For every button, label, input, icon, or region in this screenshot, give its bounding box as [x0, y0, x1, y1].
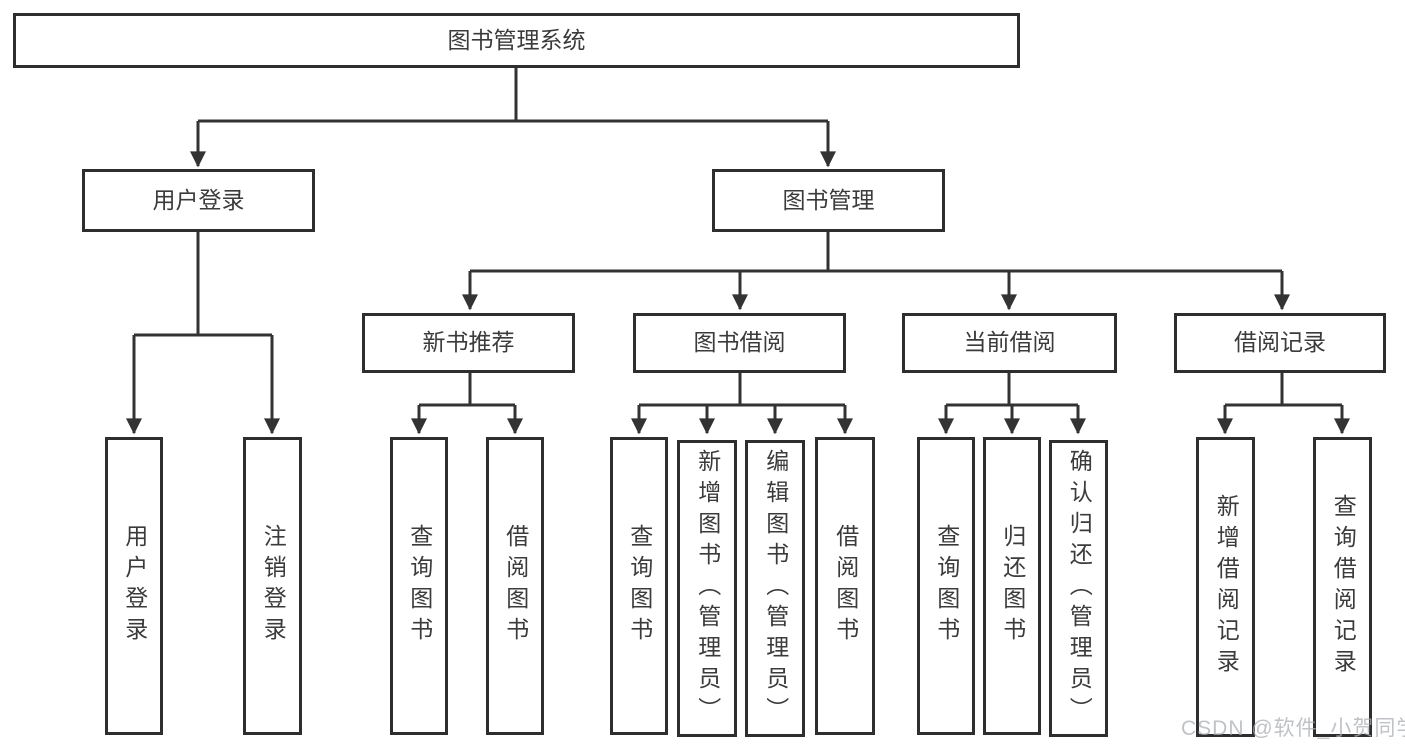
connector-book-management-trunk — [470, 230, 1282, 273]
node-leaf-query-books-3: 查询图书 — [917, 437, 975, 735]
node-leaf-query-books-1: 查询图书 — [390, 437, 448, 735]
node-leaf-logout: 注销登录 — [243, 437, 302, 735]
node-new-book-recommendation: 新书推荐 — [362, 313, 575, 373]
connector-book-borrowing-trunk — [639, 371, 845, 407]
node-leaf-query-books-2: 查询图书 — [610, 437, 668, 735]
node-borrowing-records: 借阅记录 — [1174, 313, 1386, 373]
node-leaf-borrow-books-1: 借阅图书 — [486, 437, 544, 735]
connector-root-trunk — [198, 66, 828, 123]
connector-new-book-trunk — [419, 371, 515, 407]
connector-current-borrowing-trunk — [946, 371, 1078, 407]
node-leaf-confirm-return-admin: 确认归还（管理员） — [1049, 440, 1108, 737]
node-leaf-borrow-books-2: 借阅图书 — [815, 437, 875, 735]
node-current-borrowing: 当前借阅 — [902, 313, 1117, 373]
node-leaf-query-borrow-record: 查询借阅记录 — [1313, 437, 1372, 737]
node-book-management: 图书管理 — [712, 169, 945, 232]
node-leaf-add-borrow-record: 新增借阅记录 — [1196, 437, 1255, 737]
node-leaf-edit-books-admin: 编辑图书（管理员） — [745, 440, 805, 737]
node-book-borrowing: 图书借阅 — [633, 313, 846, 373]
node-leaf-return-books: 归还图书 — [983, 437, 1041, 735]
connector-user-login-trunk — [134, 230, 272, 337]
node-leaf-add-books-admin: 新增图书（管理员） — [677, 440, 737, 737]
csdn-watermark: CSDN @软件_小贺同学 — [1181, 717, 1405, 740]
node-leaf-user-login: 用户登录 — [105, 437, 163, 735]
node-library-management-system: 图书管理系统 — [13, 13, 1020, 68]
node-user-login: 用户登录 — [82, 169, 315, 232]
connector-borrowing-records-trunk — [1225, 371, 1342, 407]
